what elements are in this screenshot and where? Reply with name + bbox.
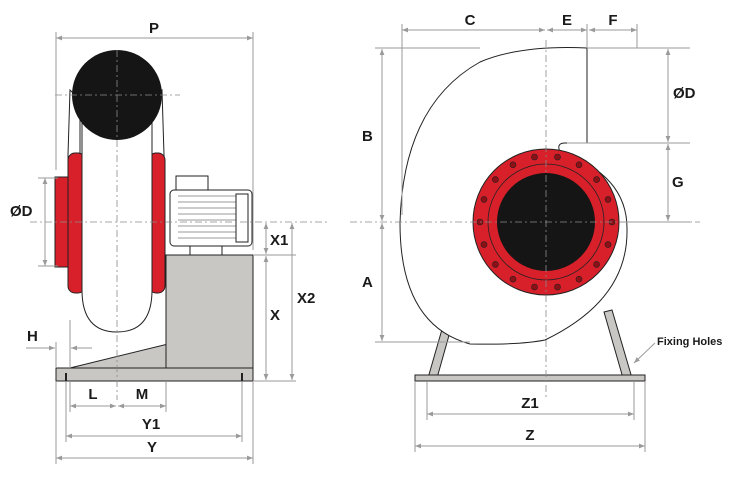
label-X2: X2 [297,290,315,307]
flange-bolt [593,176,600,183]
fixing-holes-label: Fixing Holes [657,336,722,348]
flange-bolt [492,261,499,268]
flange-bolt [575,161,583,169]
label-B: B [362,128,373,145]
motor-terminal-box [175,175,209,191]
front-view: C E F ØD G B A Fixing Holes Z1 Z [350,12,722,452]
label-P: P [149,20,159,37]
label-X: X [270,307,280,324]
flange-bolt [554,153,561,161]
label-A: A [362,274,373,291]
label-Y1: Y1 [142,416,160,433]
flange-bolt [604,241,612,248]
flange-bolt [509,275,517,283]
label-M: M [136,386,149,403]
flange-bolt [531,283,538,291]
flange-bolts [476,153,616,291]
label-Y: Y [147,439,157,456]
label-OD-side: ØD [10,203,33,220]
flange-bolt [575,275,583,283]
motor-pedestal [165,254,254,369]
flange-bolt [480,241,488,248]
flange-bolt [480,196,488,203]
label-H: H [27,328,38,345]
label-C: C [465,12,476,29]
label-L: L [88,386,97,403]
fixing-holes-leader [633,342,656,364]
flange-bolt [531,153,538,161]
flange-bolt [554,283,561,291]
label-F: F [608,12,617,29]
flange-bolt [492,176,499,183]
flange-bolt [604,196,612,203]
label-E: E [562,12,572,29]
motor-end-cap [235,193,249,243]
flange-bolt [593,261,600,268]
base-plate [55,367,254,382]
label-G: G [672,174,684,191]
motor [169,175,253,256]
flange-bolt [509,161,517,169]
label-OD-front: ØD [673,85,696,102]
label-Z: Z [525,427,534,444]
label-Z1: Z1 [521,395,539,412]
label-X1: X1 [270,232,288,249]
side-view: P ØD X1 X X2 H L M Y1 [10,20,330,464]
stand-leg-right [603,309,633,379]
front-base [414,374,646,382]
